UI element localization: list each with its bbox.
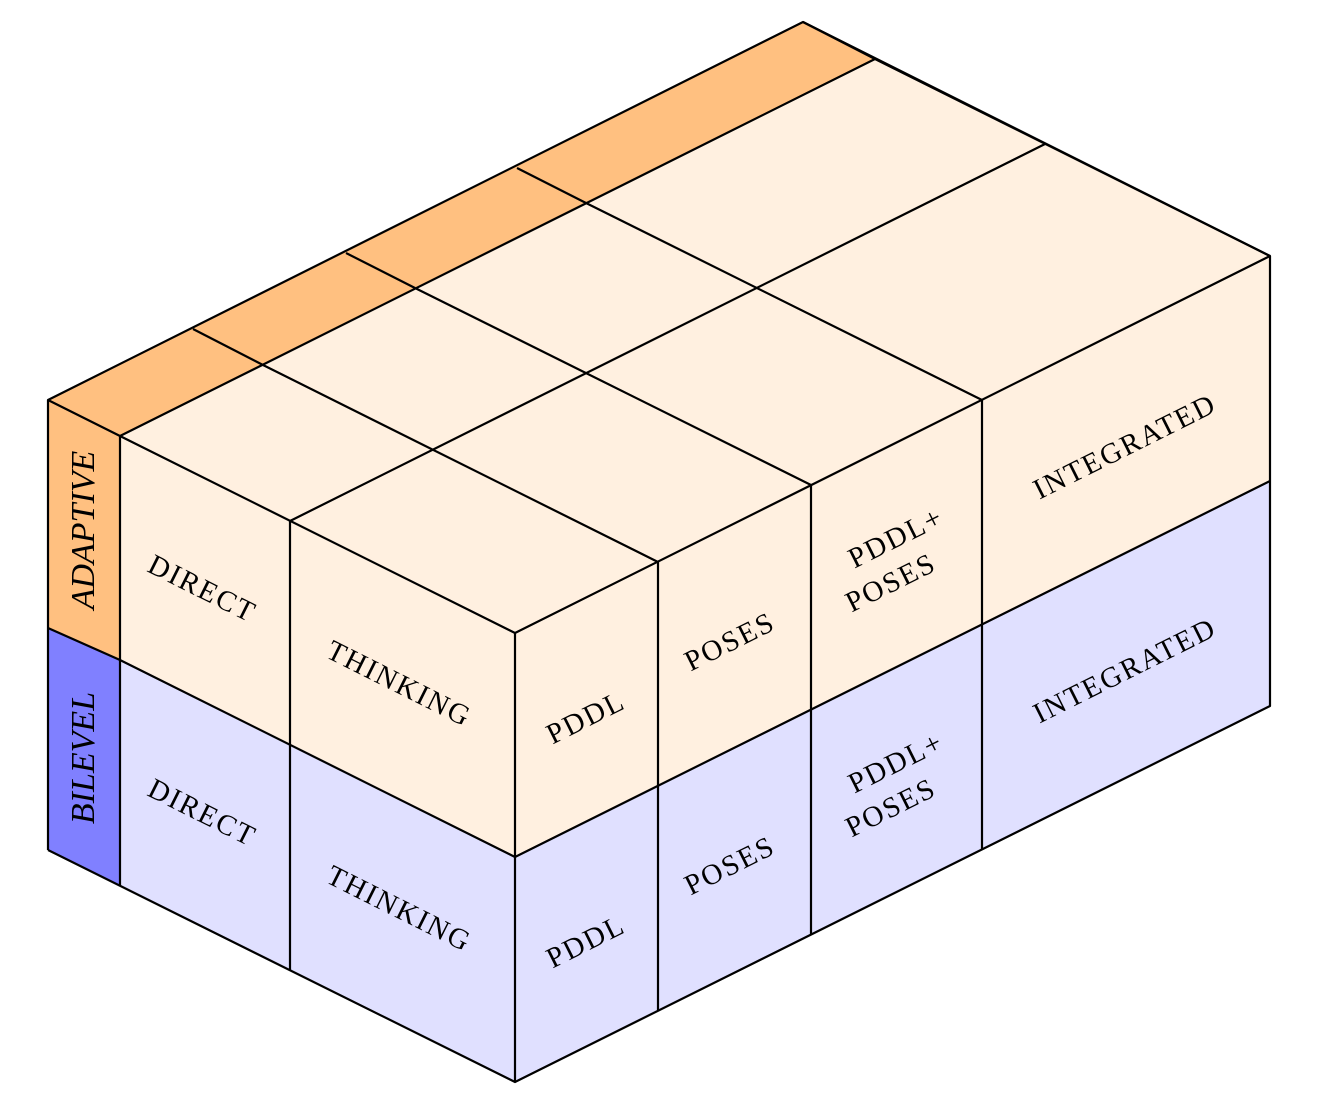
bilevel-side-strip [48,628,120,886]
adaptive-right-face [515,256,1270,857]
bilevel-left-face [120,660,515,1082]
adaptive-top-strip [48,22,875,436]
grid-lines [46,20,1272,1084]
adaptive-side-strip [48,400,120,660]
row-label-bilevel: BILEVEL [65,692,102,824]
bilevel-right-face [515,481,1270,1082]
adaptive-left-face [120,436,515,857]
row-label-adaptive: ADAPTIVE [65,450,102,611]
top-face [120,59,1270,633]
